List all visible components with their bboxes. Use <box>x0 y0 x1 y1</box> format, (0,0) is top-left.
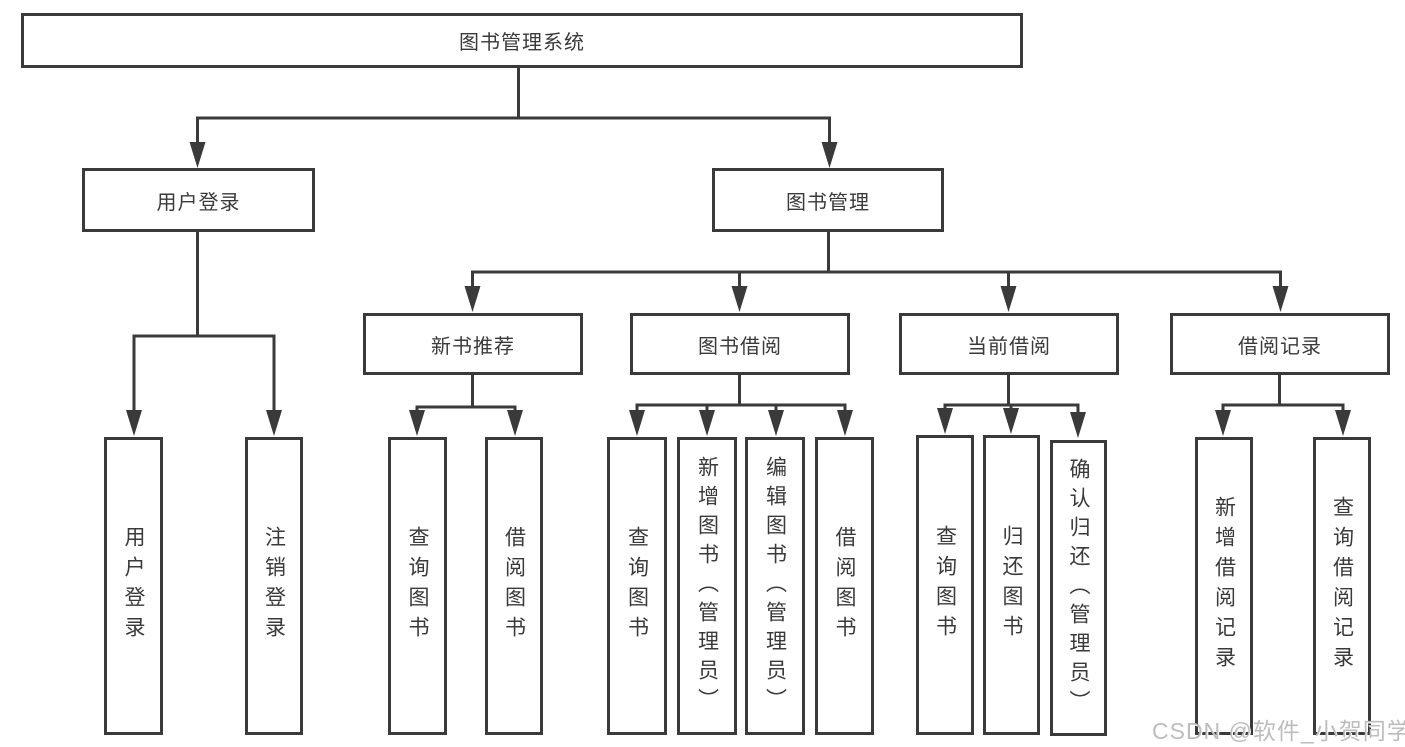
arrowhead-leaf-query-books-2 <box>629 410 645 436</box>
node-label: 图书管理系统 <box>459 32 585 54</box>
node-label: 注销登录 <box>262 526 286 646</box>
node-current-borrowing: 当前借阅 <box>899 313 1119 375</box>
node-label: 确认归还（管理员） <box>1067 457 1090 719</box>
leaf-logout-login: 注销登录 <box>245 437 303 735</box>
arrowhead-leaf-borrow-books-1 <box>507 410 523 436</box>
node-label: 新增图书（管理员） <box>695 455 719 717</box>
leaf-query-books-3: 查询图书 <box>916 435 974 735</box>
leaf-borrow-books-2: 借阅图书 <box>815 437 874 735</box>
node-label: 查询借阅记录 <box>1330 496 1354 676</box>
node-borrowing-records: 借阅记录 <box>1170 313 1390 375</box>
arrowhead-book-borrowing <box>731 286 748 312</box>
node-label: 图书管理 <box>786 191 870 214</box>
leaf-add-borrow-record: 新增借阅记录 <box>1195 437 1253 735</box>
arrowhead-book-management-module <box>821 142 838 168</box>
leaf-query-borrow-record: 查询借阅记录 <box>1313 437 1371 735</box>
arrowhead-leaf-edit-books <box>768 410 784 436</box>
csdn-watermark: CSDN @软件_小贺同学 <box>1152 718 1405 744</box>
arrowhead-leaf-query-borrow-record <box>1335 410 1351 436</box>
leaf-edit-books-admin: 编辑图书（管理员） <box>745 437 805 735</box>
node-user-login-module: 用户登录 <box>82 168 315 232</box>
node-label: 图书借阅 <box>698 335 782 358</box>
arrowhead-leaf-add-books <box>699 410 715 436</box>
node-label: 当前借阅 <box>967 335 1051 358</box>
arrowhead-leaf-logout <box>266 410 282 436</box>
leaf-confirm-return-admin: 确认归还（管理员） <box>1050 440 1107 736</box>
leaf-query-books-2: 查询图书 <box>607 437 667 735</box>
arrowhead-leaf-return-books <box>1003 408 1019 434</box>
node-library-management-system: 图书管理系统 <box>21 13 1023 68</box>
arrowhead-user-login-module <box>189 142 206 168</box>
node-book-borrowing: 图书借阅 <box>630 313 850 375</box>
node-label: 借阅图书 <box>833 526 856 646</box>
connector-current-borrowing-to-leaves <box>943 375 1080 416</box>
node-label: 用户登录 <box>156 191 241 214</box>
connector-user-login-to-leaves <box>132 232 276 412</box>
node-label: 归还图书 <box>1000 525 1023 645</box>
arrowhead-leaf-user-login <box>126 410 142 436</box>
leaf-query-books-1: 查询图书 <box>388 437 447 735</box>
arrowhead-current-borrowing <box>1000 286 1017 312</box>
node-book-management-module: 图书管理 <box>712 168 944 232</box>
arrowhead-leaf-query-books-1 <box>409 410 425 436</box>
connector-new-book-rec-to-leaves <box>415 375 517 413</box>
arrowhead-leaf-add-borrow-record <box>1215 410 1231 436</box>
arrowhead-leaf-confirm-return <box>1070 412 1086 438</box>
node-label: 借阅记录 <box>1238 335 1322 358</box>
leaf-borrow-books-1: 借阅图书 <box>485 437 543 735</box>
arrowhead-borrowing-records <box>1272 286 1289 312</box>
node-label: 新增借阅记录 <box>1212 496 1236 676</box>
node-label: 编辑图书（管理员） <box>763 455 787 717</box>
node-label: 新书推荐 <box>431 335 515 358</box>
arrowhead-new-book-recommendation <box>464 286 481 312</box>
leaf-add-books-admin: 新增图书（管理员） <box>677 437 737 735</box>
connector-book-borrowing-to-leaves <box>635 375 847 413</box>
node-label: 查询图书 <box>406 526 429 646</box>
arrowhead-leaf-query-books-3 <box>937 408 953 434</box>
leaf-return-books: 归还图书 <box>983 435 1040 735</box>
node-label: 查询图书 <box>625 526 649 646</box>
leaf-user-login: 用户登录 <box>104 437 163 735</box>
connector-borrowing-records-to-leaves <box>1221 375 1345 413</box>
arrowhead-leaf-borrow-books-2 <box>837 410 853 436</box>
connector-root-to-level2 <box>196 68 831 144</box>
node-label: 用户登录 <box>122 526 145 646</box>
node-new-book-recommendation: 新书推荐 <box>363 313 583 375</box>
node-label: 借阅图书 <box>502 526 526 646</box>
node-label: 查询图书 <box>933 525 957 645</box>
connector-book-management-to-level3 <box>471 232 1282 288</box>
